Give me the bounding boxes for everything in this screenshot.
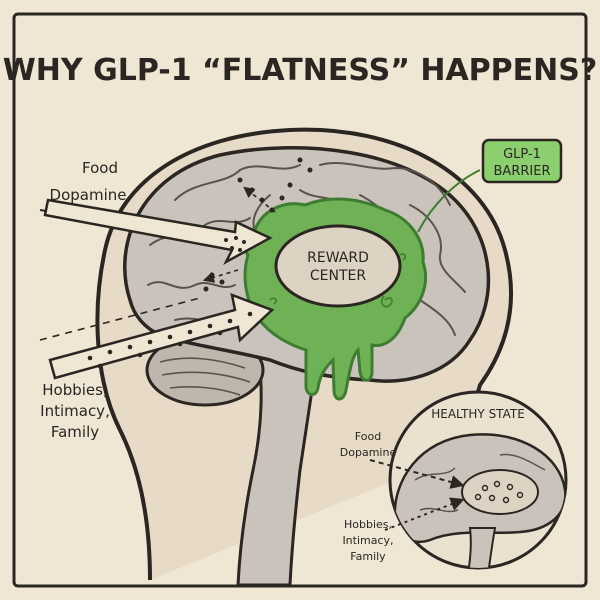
food-dopamine-arrow — [39, 198, 273, 266]
inset-hobbies-line2: Intimacy, — [342, 534, 393, 547]
goo-swirls — [269, 253, 407, 308]
reward-center — [274, 224, 402, 308]
inset-food-line2: Dopamine — [340, 446, 397, 459]
food-label-line1: Food — [82, 159, 118, 177]
reward-center-label-2: CENTER — [310, 268, 366, 284]
inset-title: HEALTHY STATE — [431, 407, 525, 421]
inset-food-arrow — [369, 459, 465, 489]
healthy-state-inset: HEALTHY STATE Food Dopamine Hobbies, Int… — [340, 390, 568, 570]
page-title: WHY GLP-1 “FLATNESS” HAPPENS? — [3, 53, 598, 88]
reward-center-label-1: REWARD — [307, 250, 369, 266]
hobbies-label-line1: Hobbies, — [42, 381, 107, 399]
food-label-line2: Dopamine — [50, 186, 127, 204]
barrier-leader-line — [417, 169, 481, 233]
hobbies-label-line2: Intimacy, — [40, 402, 110, 420]
frame-border — [12, 12, 588, 588]
barrier-label-2: BARRIER — [494, 164, 551, 179]
inset-hobbies-line3: Family — [350, 550, 386, 563]
barrier-label-1: GLP-1 — [503, 147, 541, 162]
bounce-arrow-1 — [243, 186, 276, 213]
hobbies-arrow — [39, 293, 275, 380]
glp1-barrier-badge — [481, 138, 563, 184]
brain-stem — [236, 338, 320, 587]
bounce-arrow-2 — [202, 269, 239, 283]
inset-food-line1: Food — [355, 430, 381, 443]
inset-hobbies-line1: Hobbies, — [344, 518, 392, 531]
hobbies-label-line3: Family — [51, 423, 99, 441]
